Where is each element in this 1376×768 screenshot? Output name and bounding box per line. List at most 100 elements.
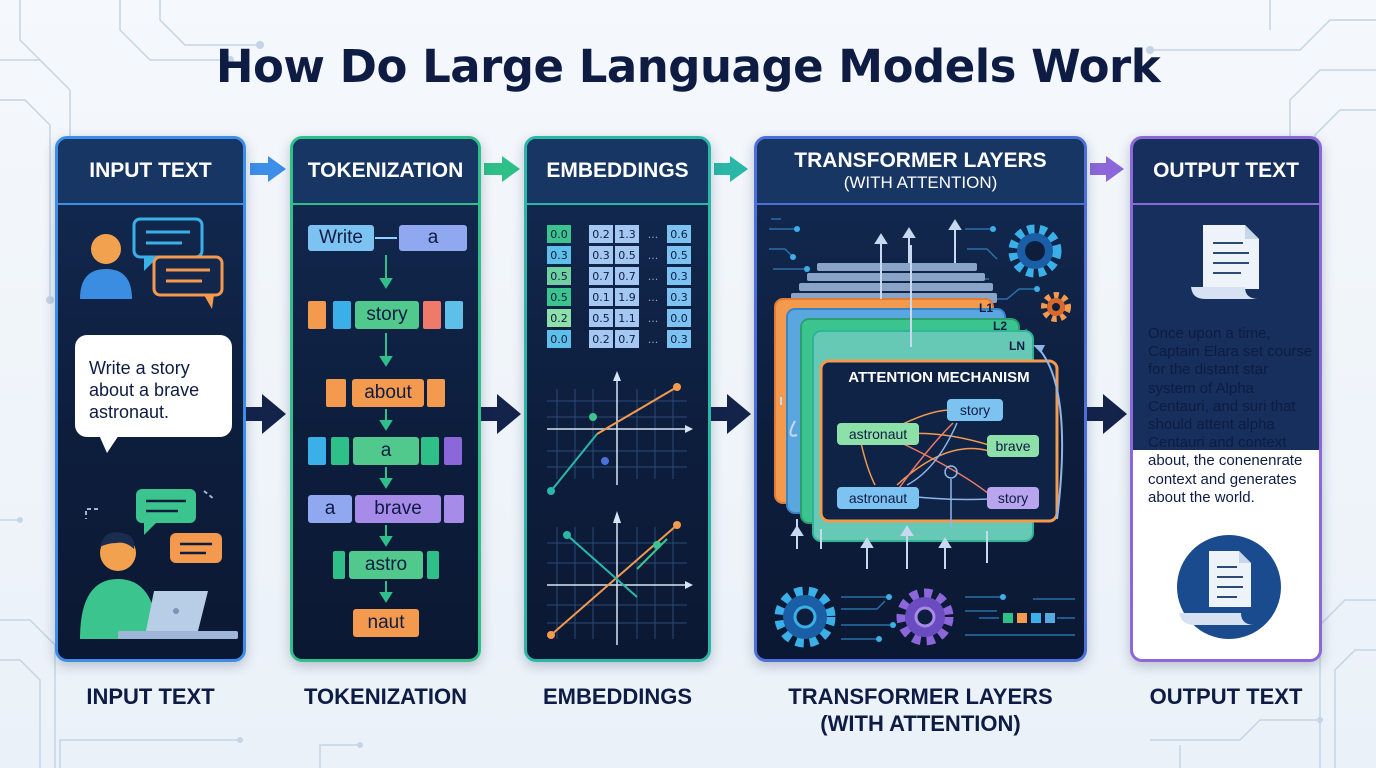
user-chat-illustration [80, 217, 238, 639]
transformer-panel: TRANSFORMER LAYERS (WITH ATTENTION) [754, 136, 1087, 662]
attn-node-astronaut-left: astronaut [837, 423, 919, 445]
top-arrow-3 [714, 156, 748, 182]
matrix-cell: 0.0 [547, 225, 571, 243]
top-arrow-4 [1090, 156, 1124, 182]
matrix-cell: 0.5 [615, 246, 639, 264]
prompt-speech-bubble: Write a story about a brave astronaut. [75, 335, 232, 453]
matrix-cell: 0.1 [589, 288, 613, 306]
document-scroll-icon [1191, 225, 1259, 299]
matrix-cell: 0.5 [547, 288, 571, 306]
token-a-2: a [353, 437, 419, 465]
transformer-graphics [769, 218, 1075, 648]
top-arrow-1 [250, 156, 286, 182]
bottom-label-transformer-line1: TRANSFORMER LAYERS [788, 684, 1053, 709]
matrix-ellipsis: ... [647, 332, 659, 346]
token-a-3: a [308, 495, 352, 523]
layer-label-l2: L2 [993, 319, 1008, 333]
embeddings-panel-header: EMBEDDINGS [527, 139, 708, 205]
matrix-cell: 0.3 [667, 288, 691, 306]
attn-node-brave: brave [987, 435, 1039, 457]
matrix-cell: 1.1 [615, 309, 639, 327]
output-panel-header: OUTPUT TEXT [1133, 139, 1319, 205]
transformer-header-subtitle: (WITH ATTENTION) [843, 173, 998, 192]
layer-stack-top [791, 263, 997, 303]
bottom-label-tokenization: TOKENIZATION [304, 684, 467, 709]
up-arrows [790, 219, 988, 569]
matrix-cell: 0.0 [667, 309, 691, 327]
gear-icon-small [1041, 292, 1071, 322]
mid-arrow-4 [1087, 394, 1127, 434]
token-astro: astro [349, 551, 423, 579]
input-panel-header: INPUT TEXT [58, 139, 243, 205]
token-a-1: a [399, 225, 467, 251]
token-write: Write [308, 225, 374, 251]
top-arrow-2 [484, 156, 520, 182]
matrix-cell: 0.5 [547, 267, 571, 285]
layer-label-l1: L1 [979, 301, 994, 315]
output-document-icons [1177, 225, 1281, 639]
gear-icon-bottom-left [774, 586, 836, 648]
bottom-label-output: OUTPUT TEXT [1149, 684, 1303, 709]
gear-icon-large [1008, 224, 1062, 278]
matrix-ellipsis: ... [647, 290, 659, 304]
matrix-cell: 0.7 [615, 267, 639, 285]
mid-arrow-3 [711, 394, 751, 434]
matrix-cell: 0.2 [589, 225, 613, 243]
matrix-cell: 0.5 [589, 309, 613, 327]
matrix-cell: 0.3 [547, 246, 571, 264]
transformer-header-title: TRANSFORMER LAYERS [794, 149, 1047, 172]
matrix-cell: 0.3 [667, 330, 691, 348]
token-squares [979, 613, 1075, 623]
gear-icon-bottom-mid [896, 588, 954, 646]
token-about: about [352, 379, 424, 407]
matrix-ellipsis: ... [647, 227, 659, 241]
bottom-label-transformer-line2: (WITH ATTENTION) [820, 711, 1021, 736]
mid-arrow-1 [246, 394, 286, 434]
matrix-ellipsis: ... [647, 248, 659, 262]
attn-node-story-top: story [947, 399, 1003, 421]
mid-arrow-2 [481, 394, 521, 434]
attention-connections [860, 409, 990, 527]
user-avatar-icon [80, 234, 132, 299]
transformer-panel-header: TRANSFORMER LAYERS (WITH ATTENTION) [757, 139, 1084, 205]
matrix-ellipsis: ... [647, 269, 659, 283]
circuit-lines-bottom [841, 596, 1075, 640]
matrix-cell: 0.5 [667, 246, 691, 264]
matrix-cell: 0.3 [667, 267, 691, 285]
matrix-cell: 1.9 [615, 288, 639, 306]
token-naut: naut [353, 609, 419, 637]
bottom-label-embeddings: EMBEDDINGS [542, 684, 693, 709]
token-flow-graphics [308, 237, 464, 603]
tokenization-panel: TOKENIZATION Write a story about a a bra… [290, 136, 481, 662]
matrix-ellipsis: ... [647, 311, 659, 325]
input-text-panel: INPUT TEXT Writ [55, 136, 246, 662]
vector-plot-bottom [547, 511, 693, 645]
matrix-cell: 0.3 [589, 246, 613, 264]
person-laptop-icon [80, 489, 238, 639]
matrix-cell: 0.7 [589, 267, 613, 285]
attn-node-astronaut-bottom: astronaut [837, 487, 919, 509]
bottom-label-transformer: TRANSFORMER LAYERS (WITH ATTENTION) [754, 683, 1087, 737]
token-story: story [355, 301, 419, 329]
output-text-panel: OUTPUT TEXT Once upon a time, Captain El… [1130, 136, 1322, 662]
matrix-cell: 1.3 [615, 225, 639, 243]
token-brave: brave [355, 495, 441, 523]
attention-mechanism-title: ATTENTION MECHANISM [848, 369, 1030, 386]
chat-bubbles-icon [132, 217, 224, 309]
matrix-cell: 0.2 [547, 309, 571, 327]
attn-node-story-bottom: story [987, 487, 1039, 509]
page-title: How Do Large Language Models Work [215, 40, 1161, 93]
output-generated-text: Once upon a time, Captain Elara set cour… [1148, 325, 1313, 506]
matrix-cell: 0.2 [589, 330, 613, 348]
layer-label-ln: LN [1009, 339, 1025, 353]
document-circle-icon [1177, 535, 1281, 639]
matrix-cell: 0.0 [547, 330, 571, 348]
bottom-label-input: INPUT TEXT [86, 684, 215, 709]
vector-plot-top [547, 371, 693, 495]
matrix-cell: 0.7 [615, 330, 639, 348]
embedding-vector-plots [547, 371, 693, 645]
matrix-cell: 0.6 [667, 225, 691, 243]
